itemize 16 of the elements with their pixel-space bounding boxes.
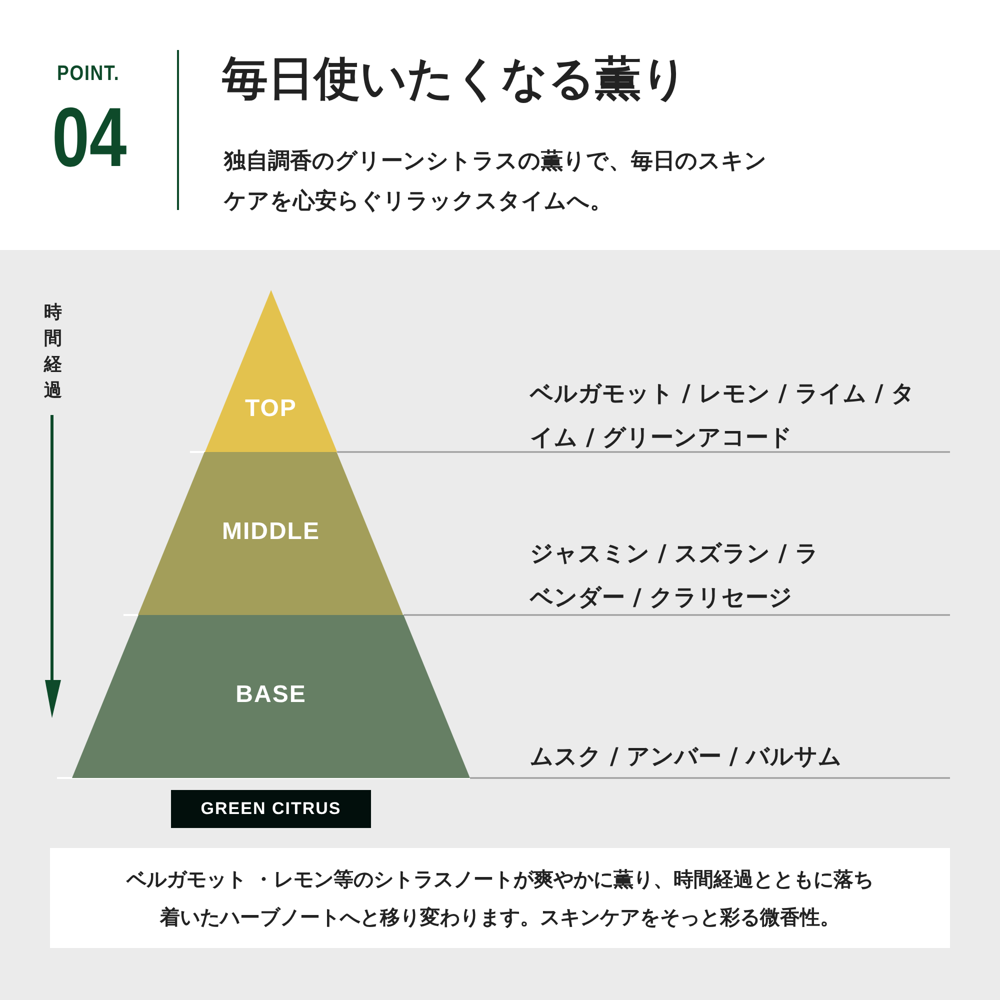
point-label: POINT.	[57, 62, 120, 86]
band-label: MIDDLE	[220, 518, 321, 546]
note-list: ベルガモット / レモン / ライム / タイム / グリーンアコード	[530, 372, 930, 460]
band-label: BASE	[234, 680, 308, 708]
subtitle: 独自調香のグリーンシトラスの薫りで、毎日のスキンケアを心安らぐリラックスタイムへ。	[224, 148, 768, 216]
pyramid-band	[138, 452, 404, 615]
note-list: ムスク / アンバー / バルサム	[530, 735, 930, 779]
pyramid-band	[72, 615, 470, 778]
description-box: ベルガモット ・レモン等のシトラスノートが爽やかに薫り、時間経過とともに落ち着いたハーブノートへと移り変わります。スキンケアをそっと彩る微香性。	[50, 848, 950, 948]
axis-label: 時間経過	[43, 301, 63, 403]
note-list: ジャスミン / スズラン / ラベンダー / クラリセージ	[530, 532, 830, 620]
title: 毎日使いたくなる薫り	[222, 50, 688, 107]
band-label: TOP	[244, 395, 298, 423]
scent-tag: GREEN CITRUS	[171, 790, 371, 828]
pyramid-tip	[204, 290, 338, 452]
point-number: 04	[52, 92, 127, 182]
